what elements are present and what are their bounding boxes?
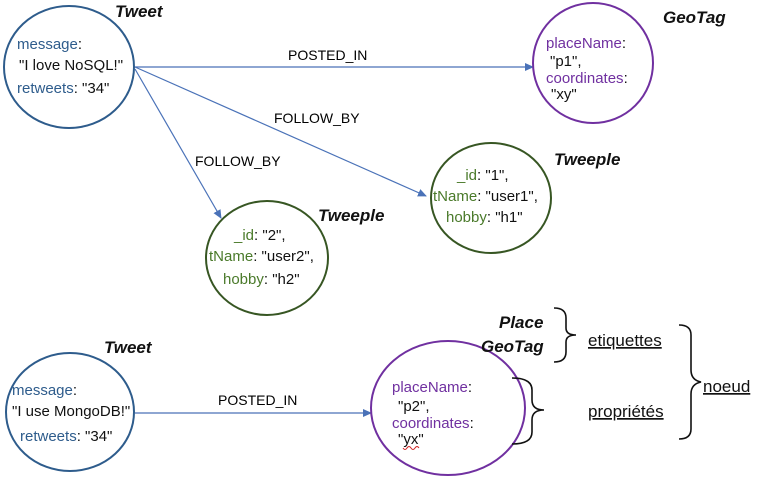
- hobby-line: hobby: "h2": [223, 271, 300, 288]
- retweets-line: retweets: "34": [17, 80, 109, 97]
- node-geotag-1: GeoTag placeName: "p1", coordinates: "xy…: [532, 2, 726, 124]
- legend-noeud: noeud: [703, 377, 750, 396]
- message-value: "I use MongoDB!": [12, 403, 130, 420]
- edge-label-follow-by-2: FOLLOW_BY: [195, 153, 281, 169]
- placename-value: "p1",: [550, 53, 582, 70]
- coordinates-line: coordinates:: [392, 415, 474, 432]
- id-line: _id: "1",: [456, 167, 509, 184]
- node-label-place: Place: [499, 313, 543, 332]
- node-tweet-1: Tweet message: "I love NoSQL!" retweets:…: [3, 2, 164, 129]
- coordinates-value: "yx": [398, 431, 424, 448]
- tname-line: tName: "user1",: [433, 188, 538, 205]
- legend-proprietes: propriétés: [588, 402, 664, 421]
- node-geotag-2: Place GeoTag placeName: "p2", coordinate…: [370, 313, 544, 476]
- spellcheck-squiggle: [402, 446, 420, 450]
- node-label: Tweeple: [318, 206, 384, 225]
- brace-etiquettes: [553, 307, 577, 363]
- tname-line: tName: "user2",: [209, 248, 314, 265]
- retweets-line: retweets: "34": [20, 428, 112, 445]
- node-tweet-2: Tweet message: "I use MongoDB!" retweets…: [5, 338, 153, 472]
- hobby-line: hobby: "h1": [446, 209, 523, 226]
- node-label: Tweeple: [554, 150, 620, 169]
- edge-follow-by-2: [134, 68, 222, 219]
- edge-label-follow-by-1: FOLLOW_BY: [274, 110, 360, 126]
- node-label-geotag: GeoTag: [481, 337, 544, 356]
- message-line: message:: [17, 36, 82, 53]
- node-label: GeoTag: [663, 8, 726, 27]
- edge-label-posted-in-2: POSTED_IN: [218, 392, 297, 408]
- node-label: Tweet: [115, 2, 164, 21]
- message-value: "I love NoSQL!": [19, 57, 123, 74]
- coordinates-line: coordinates:: [546, 70, 628, 87]
- legend-etiquettes: etiquettes: [588, 331, 662, 350]
- placename-line: placeName:: [546, 35, 626, 52]
- node-tweeple-1: Tweeple _id: "1", tName: "user1", hobby:…: [430, 142, 620, 254]
- node-tweeple-2: Tweeple _id: "2", tName: "user2", hobby:…: [205, 200, 384, 316]
- edge-follow-by-1: [134, 66, 427, 197]
- placename-line: placeName:: [392, 379, 472, 396]
- brace-proprietes: [511, 377, 545, 445]
- brace-noeud: [678, 324, 702, 440]
- placename-value: "p2",: [398, 398, 430, 415]
- coordinates-value: "xy": [551, 86, 577, 103]
- id-line: _id: "2",: [233, 227, 286, 244]
- edge-label-posted-in-1: POSTED_IN: [288, 47, 367, 63]
- node-label: Tweet: [104, 338, 153, 357]
- message-line: message:: [12, 382, 77, 399]
